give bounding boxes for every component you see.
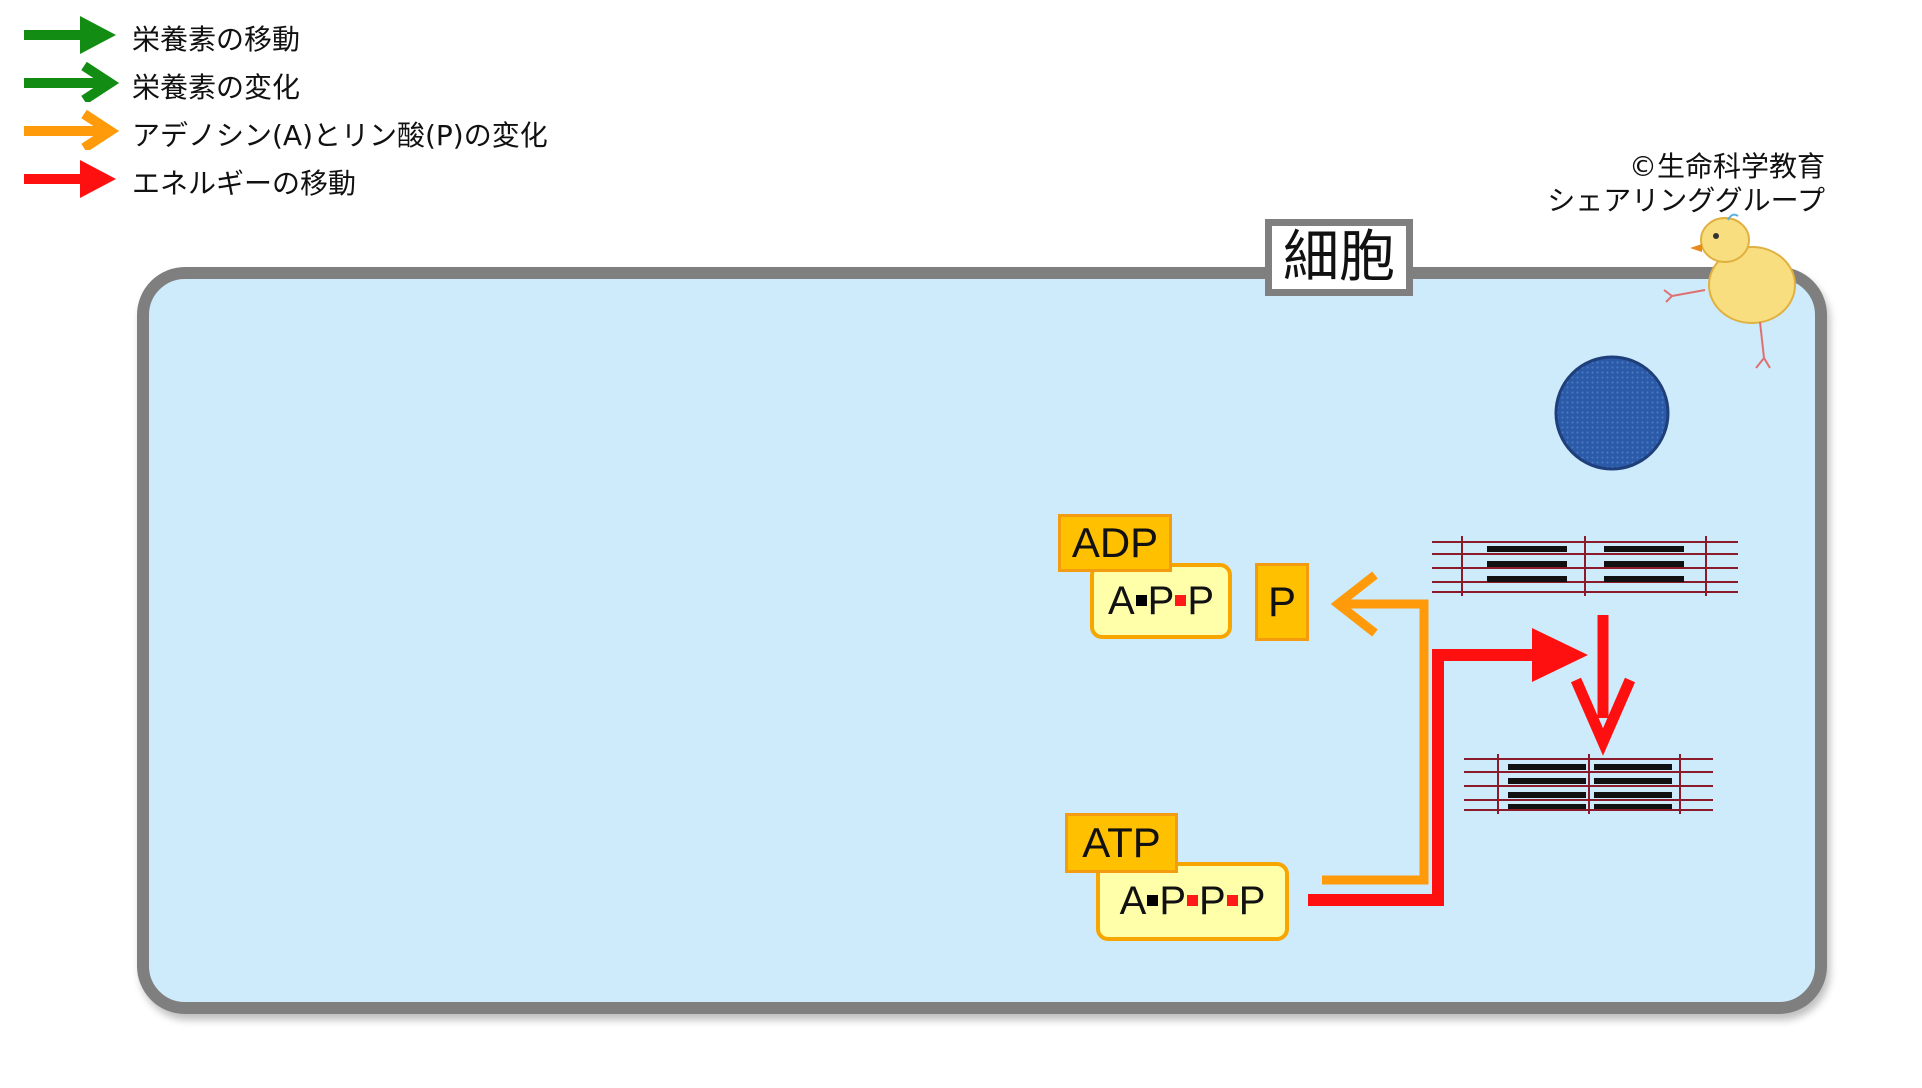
adenosine: A <box>1119 879 1147 923</box>
muscle-fiber-contracted <box>1464 754 1713 814</box>
red-contraction-arrow <box>1570 615 1636 756</box>
phosphate: P <box>1187 579 1215 623</box>
legend-label: 栄養素の変化 <box>132 71 301 104</box>
copyright-text: ©生命科学教育 シェアリンググループ <box>1547 150 1825 218</box>
muscle-fiber-relaxed <box>1432 536 1738 596</box>
free-phosphate: P <box>1255 563 1309 641</box>
bond-high-energy <box>1187 894 1198 906</box>
copyright-line-2: シェアリンググループ <box>1547 184 1825 217</box>
legend-label: アデノシン(A)とリン酸(P)の変化 <box>132 119 548 152</box>
phosphate: P <box>1238 879 1266 923</box>
bond-normal <box>1147 894 1159 906</box>
atp-tag: ATP <box>1065 813 1178 873</box>
muscle-fiber-contracted-myosin <box>1508 764 1672 809</box>
phosphate: P <box>1147 579 1175 623</box>
red-energy-arrow <box>1308 628 1588 906</box>
nucleus-circle <box>1554 355 1670 471</box>
orange-line-arrow-icon <box>24 110 120 150</box>
legend-item-energy-movement: エネルギーの移動 <box>22 152 642 200</box>
adenosine: A <box>1107 579 1135 623</box>
bond-high-energy <box>1226 894 1238 906</box>
legend-label: エネルギーの移動 <box>132 167 357 200</box>
orange-change-arrow <box>1322 571 1429 885</box>
green-line-arrow-icon <box>24 62 120 102</box>
phosphate: P <box>1159 879 1186 923</box>
bond-high-energy <box>1175 594 1187 606</box>
muscle-fiber-relaxed-myosin <box>1487 546 1684 582</box>
bond-normal <box>1135 594 1147 606</box>
adp-tag: ADP <box>1058 514 1172 572</box>
legend-label: 栄養素の移動 <box>132 23 301 56</box>
legend-item-nutrient-movement: 栄養素の移動 <box>22 8 642 56</box>
legend-item-ap-change: アデノシン(A)とリン酸(P)の変化 <box>22 104 642 152</box>
chick-mascot-icon <box>1663 213 1796 369</box>
red-arrow-icon <box>24 160 116 198</box>
phosphate: P <box>1199 879 1226 923</box>
cell-label: 細胞 <box>1265 219 1413 296</box>
legend-item-nutrient-change: 栄養素の変化 <box>22 56 642 104</box>
green-arrow-icon <box>24 16 116 54</box>
copyright-line-1: ©生命科学教育 <box>1628 150 1825 183</box>
legend: 栄養素の移動 栄養素の変化 アデノシン(A)とリン酸(P)の変化 エネルギーの移… <box>22 8 642 200</box>
